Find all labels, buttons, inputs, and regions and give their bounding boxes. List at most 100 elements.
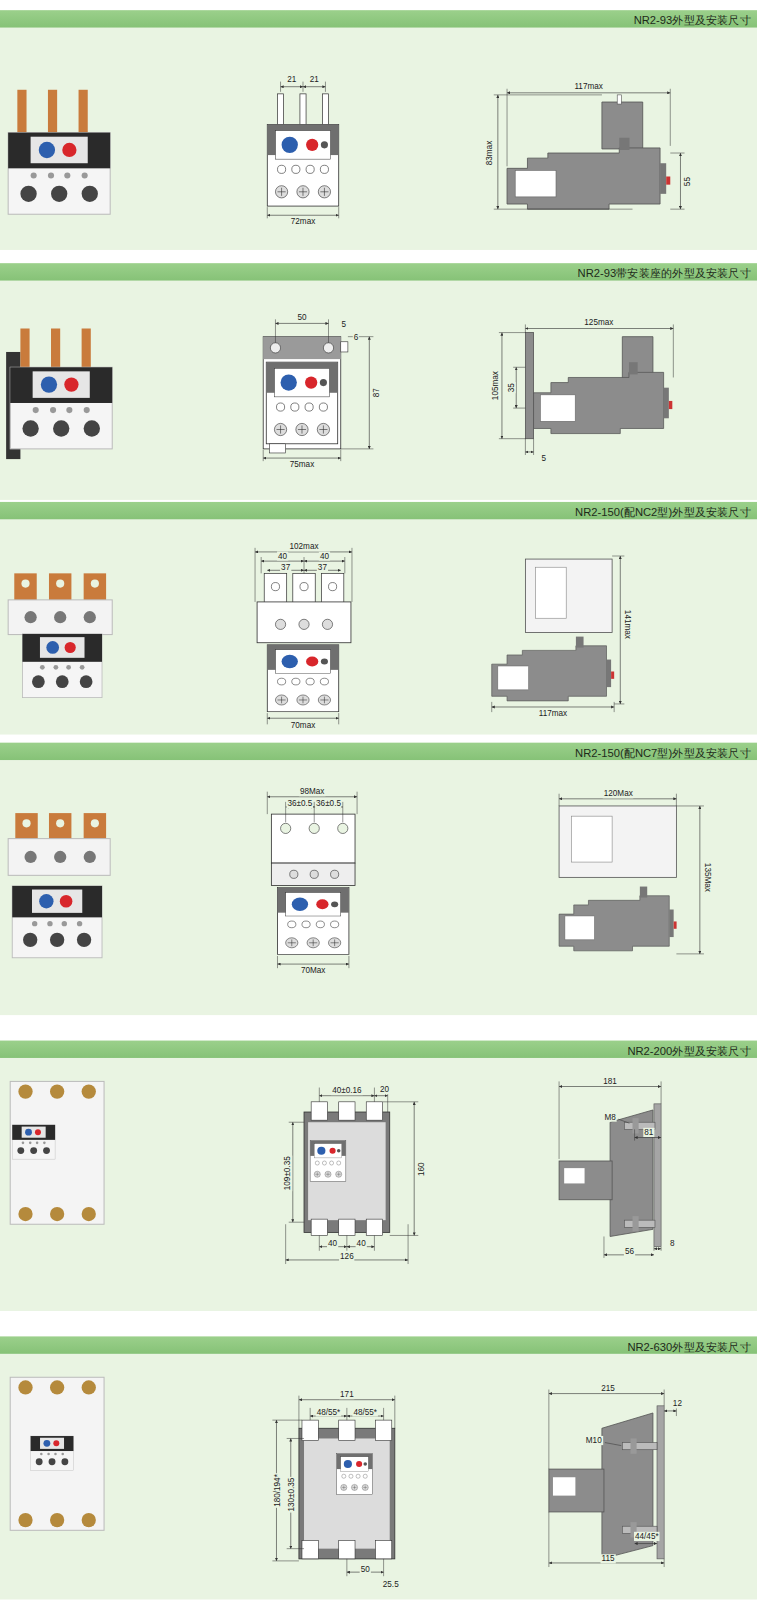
front-view-part	[338, 823, 348, 833]
section-grounds	[0, 10, 757, 1599]
front-view-part	[267, 796, 357, 797]
front-view-part	[310, 1141, 346, 1182]
side-view-part	[630, 1438, 636, 1453]
relay-photo-part	[8, 839, 110, 876]
dimension-label: 25.5	[382, 1580, 400, 1589]
front-view-part	[263, 337, 341, 449]
front-view-part	[271, 814, 355, 863]
relay-photo-part	[54, 851, 66, 863]
side-view-part	[559, 794, 704, 954]
front-view-part	[277, 94, 283, 127]
front-view-part	[299, 1399, 395, 1400]
section-grounds-part	[0, 10, 757, 250]
side-view	[492, 556, 625, 712]
dimension-label: 20	[379, 1085, 390, 1094]
relay-photo-part	[48, 90, 57, 139]
relay-photo-part	[10, 367, 112, 449]
side-view	[549, 1390, 677, 1568]
front-view-part	[375, 1420, 391, 1440]
side-view-part	[622, 1443, 657, 1450]
front-view-part	[267, 82, 338, 219]
relay-photo-part	[91, 579, 99, 587]
front-view-part	[300, 94, 306, 127]
side-view-part	[559, 1081, 661, 1257]
front-view-part	[267, 124, 338, 206]
section-title: NR2-93外型及安装尺寸	[634, 14, 751, 26]
side-view-part	[534, 362, 673, 433]
relay-photo-part-part	[50, 1380, 64, 1394]
dimension-label: 37	[317, 563, 328, 572]
dimension-label: 6	[353, 333, 360, 342]
relay-photo-part	[84, 851, 96, 863]
dimension-label: 70Max	[300, 966, 327, 975]
relay-photo-part	[31, 1436, 74, 1470]
dimension-label: 21	[309, 75, 320, 84]
front-view-part	[267, 215, 338, 216]
front-view-part	[339, 1541, 355, 1559]
front-view-part	[304, 1112, 390, 1232]
relay-photo-part	[17, 90, 26, 139]
relay-photo-part	[20, 329, 29, 370]
dimension-label: 40	[327, 1239, 338, 1248]
dimension-label: 125max	[583, 318, 614, 327]
dimension-label: M10	[585, 1436, 603, 1445]
side-view-part	[516, 367, 517, 408]
front-view-part	[319, 1095, 374, 1096]
side-view-part	[525, 333, 533, 439]
relay-photo-part	[8, 600, 112, 635]
side-view-part	[680, 153, 681, 209]
front-view-part	[264, 573, 286, 604]
section-title: NR2-630外型及安装尺寸	[627, 1341, 750, 1353]
front-view-part	[322, 619, 332, 629]
front-view-part	[271, 863, 355, 885]
dimension-label: 181	[602, 1077, 618, 1086]
relay-photo-part-part	[18, 1380, 32, 1394]
side-view	[559, 794, 704, 954]
side-view-part	[549, 1393, 664, 1394]
side-view-part	[507, 138, 670, 209]
side-view-part	[559, 1086, 661, 1087]
front-view-part	[304, 561, 345, 562]
front-view-part	[309, 823, 319, 833]
dimension-label: 40	[319, 551, 330, 560]
side-view-part	[549, 1469, 604, 1512]
relay-photo-part-part	[82, 1513, 96, 1527]
relay-photo	[10, 1081, 104, 1224]
front-view-part	[266, 362, 337, 444]
side-view-part	[654, 1248, 661, 1249]
dimension-label: 117max	[573, 82, 603, 91]
dimension-label: 40	[356, 1239, 367, 1248]
front-view-part	[277, 888, 348, 955]
dimension-label: 37	[280, 563, 291, 572]
section-grounds-part	[0, 1041, 757, 1311]
front-view-part	[366, 1219, 382, 1235]
side-view-part	[617, 95, 621, 104]
dimension-label: 5	[341, 320, 348, 329]
side-view-part	[553, 1477, 575, 1495]
front-view-part	[270, 343, 280, 353]
front-view-part	[329, 583, 337, 591]
section-grounds-part	[0, 263, 757, 500]
side-view-part	[635, 1543, 657, 1544]
front-view-part	[255, 551, 352, 552]
dimension-label: 70max	[290, 721, 317, 730]
relay-photo-part	[12, 886, 102, 958]
dimension-label: 40±0.16	[331, 1086, 362, 1095]
side-view-part	[501, 333, 502, 439]
relay-photo-part	[82, 329, 91, 370]
side-view-part	[624, 1220, 655, 1227]
dimension-label: M8	[603, 1113, 616, 1122]
side-view-part	[571, 816, 612, 862]
dimension-label: 8	[669, 1239, 676, 1248]
dimension-label: 126	[339, 1252, 355, 1261]
front-view-part	[281, 86, 303, 87]
front-view-part	[308, 1122, 386, 1220]
side-view-part	[549, 1390, 677, 1568]
side-view-part	[559, 798, 676, 799]
front-view-part	[277, 964, 348, 965]
front-view-part	[299, 1428, 395, 1559]
dimension-label: 141max	[623, 609, 632, 640]
relay-photo-part-part	[82, 1084, 96, 1098]
relay-photo-part	[22, 634, 102, 698]
